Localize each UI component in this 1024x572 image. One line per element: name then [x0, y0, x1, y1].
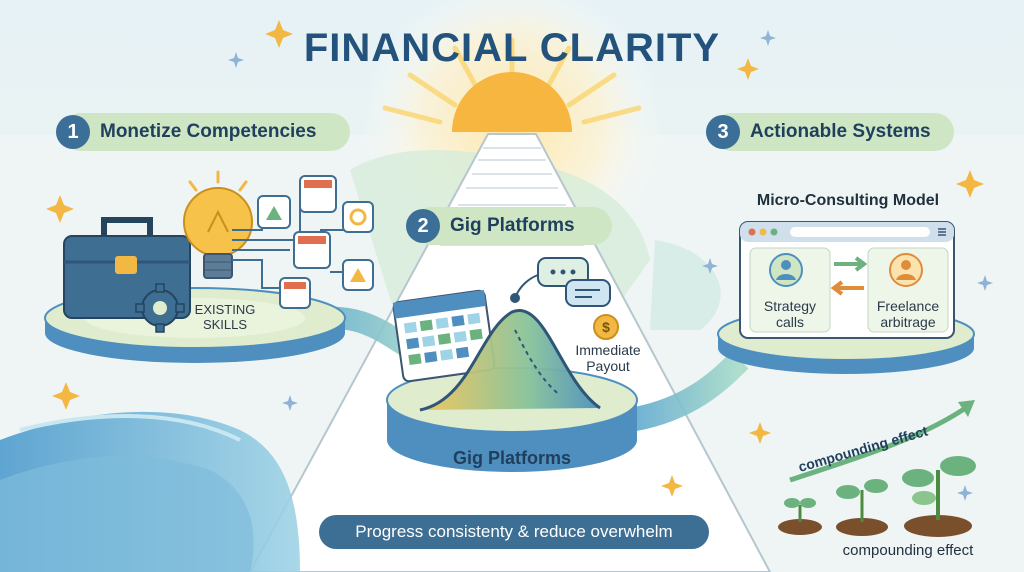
browser-window: [739, 221, 955, 339]
step-1-label: Monetize Competencies: [100, 121, 317, 142]
sparkle-decorations: [46, 20, 984, 497]
step-3-pill: 3 Actionable Systems: [706, 113, 954, 151]
compounding-effect-label: compounding effect: [842, 542, 974, 559]
step-2-label: Gig Platforms: [450, 215, 575, 236]
micro-consulting-title: Micro-Consulting Model: [756, 192, 940, 209]
dollar-coin-icon: $: [593, 314, 619, 340]
growth-curve: [419, 293, 601, 412]
page-title: FINANCIAL CLARITY: [303, 26, 721, 70]
seedling-plants: [778, 456, 976, 537]
gig-platforms-base-label: Gig Platforms: [452, 448, 572, 468]
strategy-calls-label: Strategy calls: [763, 298, 817, 330]
small-app-icons: [257, 175, 374, 309]
step-1-number: 1: [56, 115, 90, 149]
exchange-arrows-icon: [830, 256, 868, 296]
step-2-pill: 2 Gig Platforms: [406, 207, 612, 245]
immediate-payout-label: Immediate Payout: [575, 342, 641, 374]
step-2-number: 2: [406, 209, 440, 243]
chat-bubble-icons: [514, 257, 611, 307]
step-1-pill: 1 Monetize Competencies: [56, 113, 350, 151]
left-wave: [0, 411, 300, 572]
calendar-icon: [392, 289, 496, 383]
svg-text:$: $: [602, 319, 610, 335]
gear-icon: [135, 283, 185, 333]
freelance-arbitrage-label: Freelance arbitrage: [876, 298, 940, 330]
step-3-label: Actionable Systems: [750, 121, 931, 142]
growth-arrow: [789, 400, 975, 483]
step-3-number: 3: [706, 115, 740, 149]
existing-skills-label: EXISTING SKILLS: [194, 302, 256, 332]
footer-banner: Progress consistenty & reduce overwhelm: [319, 515, 709, 549]
